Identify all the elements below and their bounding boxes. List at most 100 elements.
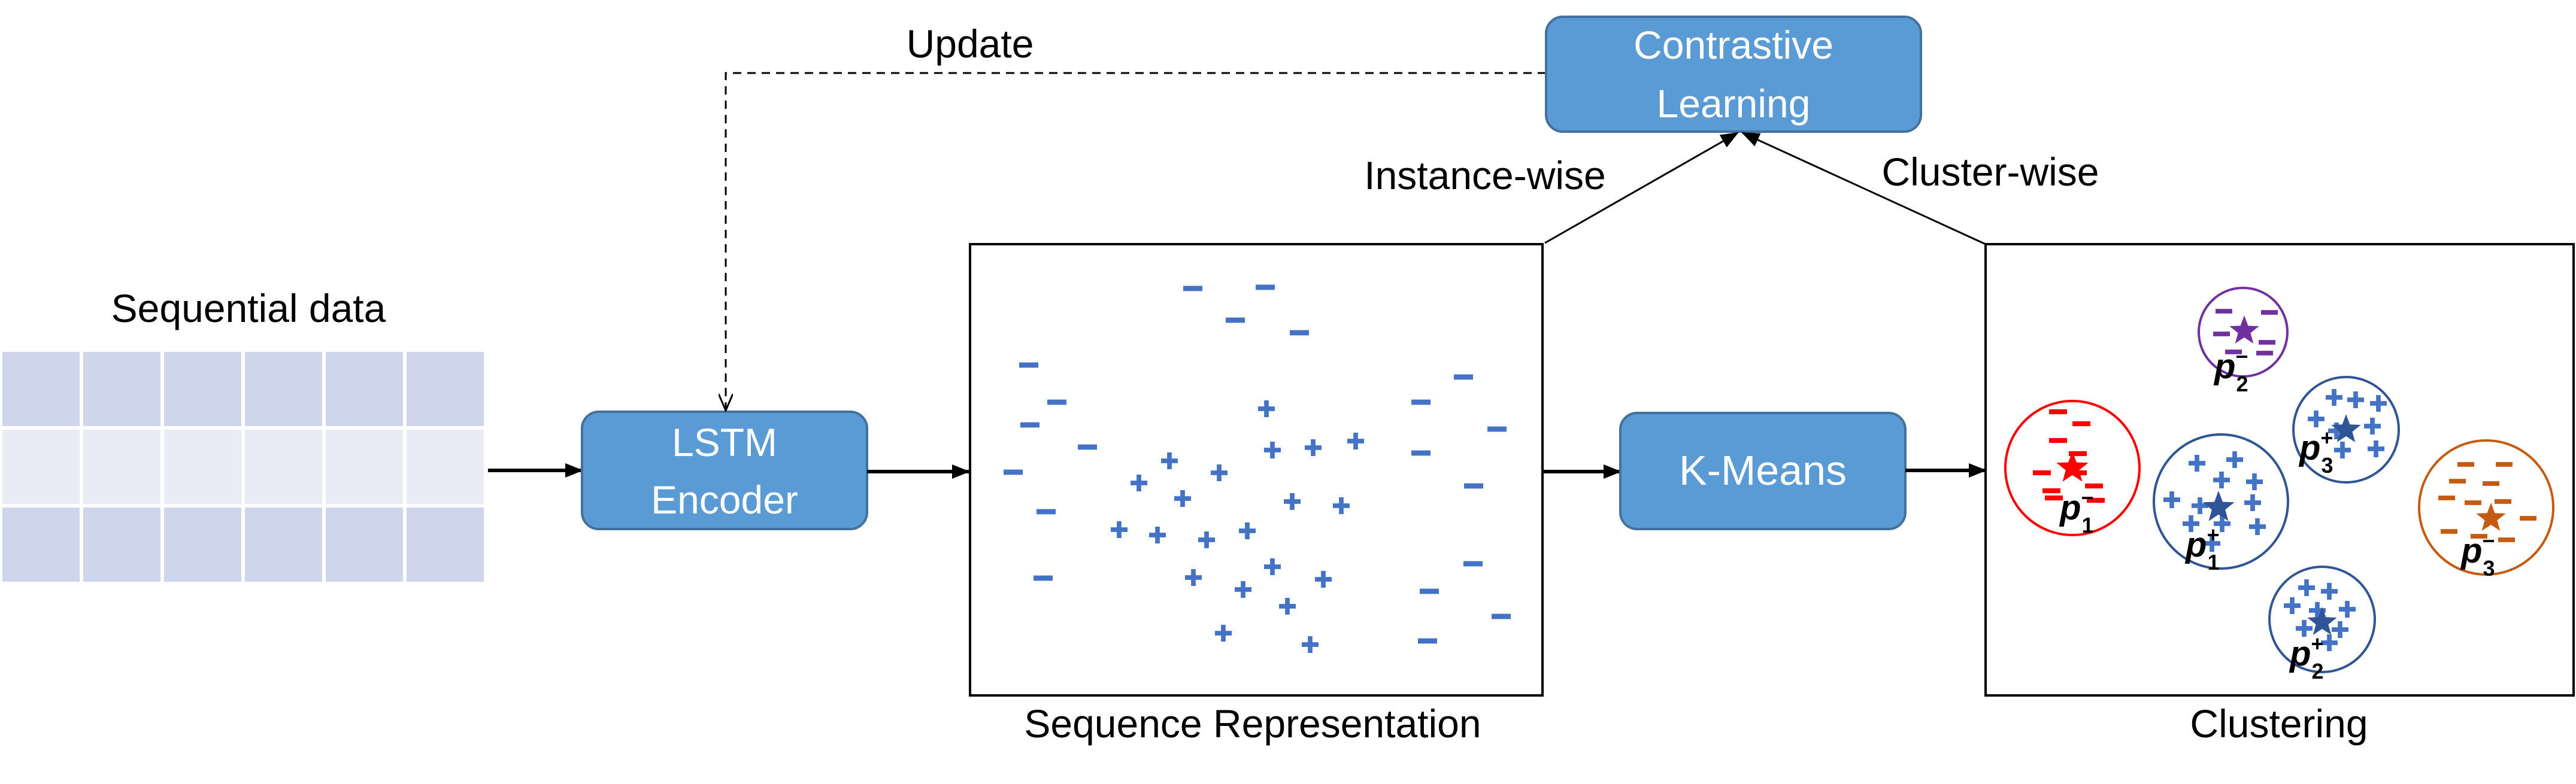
contrastive-learning-box: Contrastive Learning [1545,16,1922,133]
plus-point [2163,491,2180,508]
prototype-star-icon [2476,503,2506,531]
cluster-p2-positive: p+2 [2268,566,2376,683]
plus-point [1264,558,1281,575]
cluster-p2-negative: p−2 [2198,287,2289,396]
plus-point [1215,625,1232,642]
plus-point [1111,521,1128,538]
table-cell [2,430,80,504]
lstm-encoder-line1: LSTM [672,420,777,464]
plus-point [1284,493,1301,510]
clusters-group: p−1 p−2 p−3 p+1 p+3 p+2 [2004,287,2554,683]
representation-points [1004,284,1511,653]
plus-point [2326,389,2342,406]
update-label: Update [907,22,1034,66]
plus-point [1211,464,1228,481]
kmeans-label: K-Means [1679,447,1847,494]
arrow-instance-wise [1544,132,1739,244]
plus-point [1279,598,1296,615]
clustering-label: Clustering [2190,701,2368,746]
plus-point [1239,522,1256,539]
prototype-label-p2-plus: p+2 [2289,631,2324,683]
plus-point [2244,494,2261,511]
plus-point [1174,490,1191,507]
plus-point [1305,439,1322,456]
plus-point [2347,391,2364,408]
table-cell [407,430,484,504]
plus-point [2226,451,2243,468]
plus-point [2370,395,2387,412]
table-cell [164,430,241,504]
prototype-label-p1-plus: p+1 [2184,522,2220,575]
plus-point [2296,620,2313,637]
plus-point [1347,433,1364,449]
plus-point [1235,581,1251,598]
prototype-star-icon [2331,414,2361,442]
plus-point [1198,531,1215,548]
lstm-encoder-line2: Encoder [651,478,798,522]
sequential-data-table [2,352,484,582]
plus-point [2284,597,2301,614]
table-cell [326,430,403,504]
table-cell [245,430,322,504]
plus-point [2246,473,2263,490]
plus-point [2308,411,2325,427]
prototype-label-p3-plus: p+3 [2298,426,2333,478]
contrastive-line1: Contrastive [1634,23,1833,67]
cluster-wise-label: Cluster-wise [1881,150,2099,194]
table-cell [245,508,322,582]
plus-point [2189,455,2205,472]
prototype-label-p1-minus: p−1 [2059,485,2094,537]
table-cell [407,508,484,582]
plus-point [1264,442,1281,458]
table-cell [83,430,160,504]
plus-point [2364,418,2381,434]
update-feedback-path [726,72,1546,411]
table-cell [164,352,241,426]
plus-point [1149,527,1166,543]
prototype-star-icon [2202,491,2235,521]
table-cell [326,352,403,426]
sequence-representation-panel [969,243,1544,697]
table-cell [83,508,160,582]
plus-point [2214,515,2230,532]
lstm-encoder-box: LSTM Encoder [581,411,868,530]
plus-point [1315,571,1332,588]
plus-point [1185,569,1202,586]
prototype-star-icon [2307,607,2337,635]
prototype-label-p2-minus: p−2 [2213,344,2248,396]
plus-point [1302,636,1319,653]
cluster-p1-positive: p+1 [2153,433,2289,575]
plus-point [2332,621,2348,638]
table-cell [326,508,403,582]
plus-point [1333,497,1350,514]
plus-point [2321,634,2338,651]
plus-point [2183,515,2199,532]
table-cell [2,508,80,582]
plus-point [1131,475,1147,491]
plus-point [2298,579,2315,596]
plus-point [2192,497,2208,514]
arrow-cluster-wise [1741,132,1986,245]
instance-wise-label: Instance-wise [1364,153,1606,197]
cluster-p3-negative: p−3 [2418,439,2554,581]
table-cell [83,352,160,426]
cluster-p3-positive: p+3 [2292,376,2400,484]
table-cell [245,352,322,426]
sequence-representation-label: Sequence Representation [1024,701,1481,746]
prototype-star-icon [2056,451,2089,482]
prototype-star-icon [2229,315,2259,344]
plus-point [2249,518,2266,535]
sequential-data-label: Sequential data [111,286,386,330]
contrastive-line2: Learning [1657,81,1811,126]
cluster-p1-negative: p−1 [2004,400,2141,537]
table-cell [164,508,241,582]
plus-point [2334,442,2351,458]
plus-point [2339,601,2356,618]
table-cell [2,352,80,426]
plus-point [2321,583,2338,600]
plus-point [2368,440,2384,457]
plus-point [2204,535,2220,552]
prototype-label-p3-minus: p−3 [2460,528,2495,581]
kmeans-box: K-Means [1619,412,1907,530]
